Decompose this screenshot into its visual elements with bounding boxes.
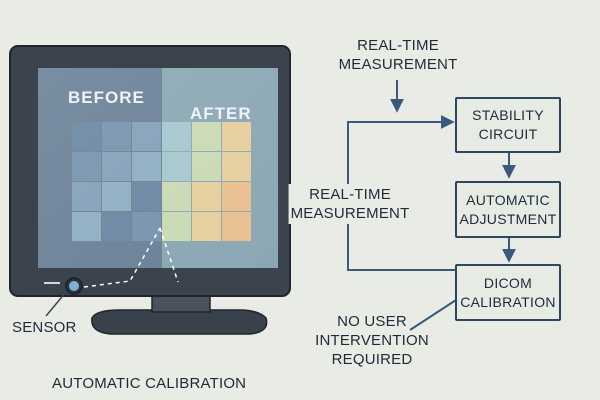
sensor-label: SENSOR: [12, 319, 77, 336]
before-label: BEFORE: [68, 88, 145, 107]
caption: AUTOMATIC CALIBRATION: [52, 375, 247, 392]
sensor-beam-2: [159, 227, 179, 283]
loop-measurement-label: REAL-TIME MEASUREMENT: [288, 184, 412, 224]
top-measurement-label: REAL-TIME MEASUREMENT: [338, 37, 458, 73]
sensor-icon: [65, 277, 83, 295]
screen-glare: [38, 68, 278, 268]
no-intervention-note: NO USER INTERVENTION REQUIRED: [315, 313, 429, 368]
automatic-adjustment-box: AUTOMATIC ADJUSTMENT: [455, 181, 561, 238]
note-leader-line: [409, 299, 457, 331]
monitor: [9, 45, 291, 335]
stability-circuit-box: STABILITY CIRCUIT: [455, 97, 561, 153]
after-label: AFTER: [190, 104, 252, 123]
monitor-stand-base: [91, 309, 268, 335]
sensor-leader-line: [45, 291, 67, 317]
dicom-calibration-box: DICOM CALIBRATION: [455, 264, 561, 321]
